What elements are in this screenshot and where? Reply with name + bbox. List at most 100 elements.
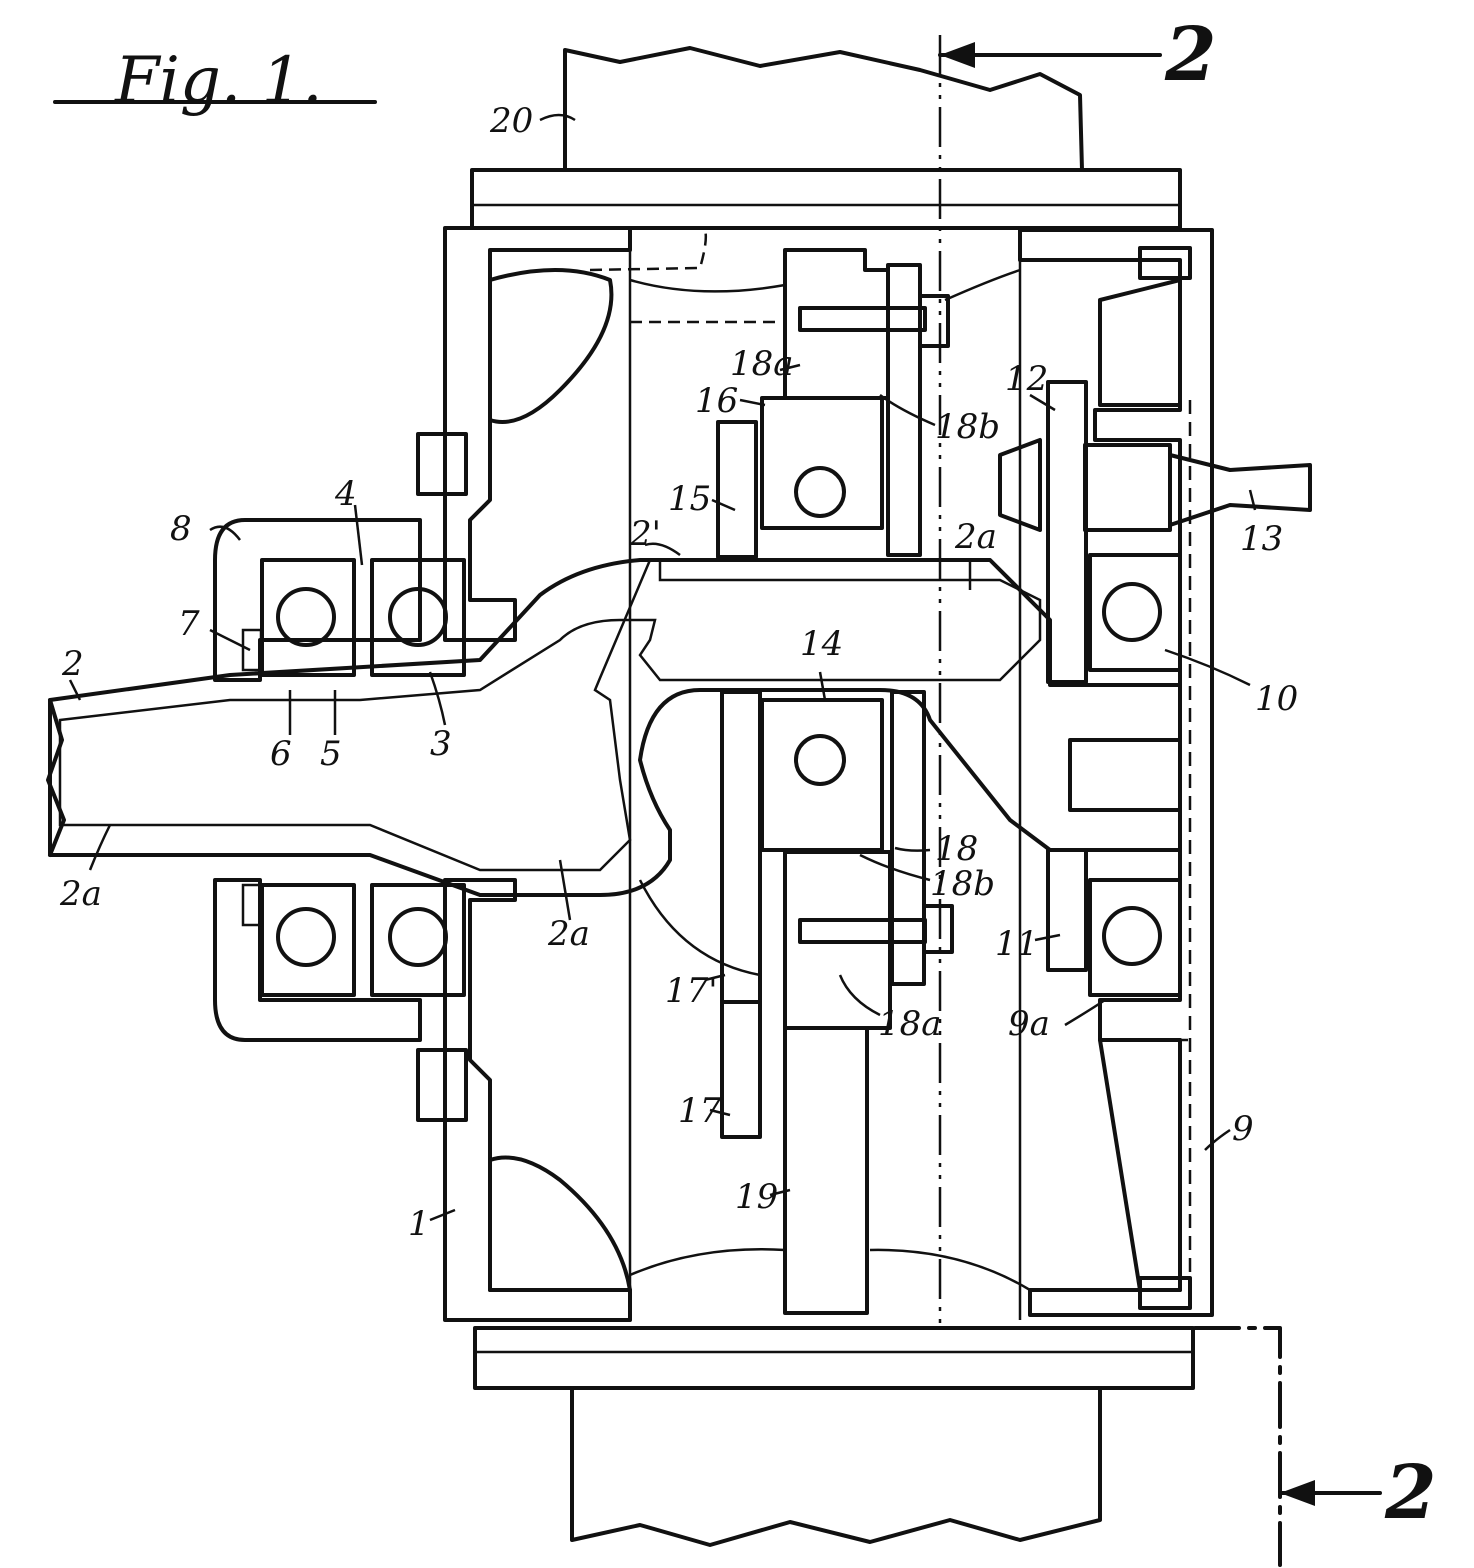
gear-18 [783,248,892,1315]
leader-3 [428,671,447,726]
shaft-break-line [46,698,66,857]
leader-9 [1204,1128,1231,1151]
label-5: 5 [320,734,342,774]
plate-18-lower [890,690,926,986]
upper-flange [470,168,1182,230]
lower-curve-left [629,1248,786,1277]
bearing-16-lower [760,698,884,852]
upper-frame-break-line [563,46,1084,172]
leader-16 [739,398,766,407]
label-19: 19 [735,1177,778,1217]
label-11: 11 [995,924,1038,964]
leader-14 [818,671,827,701]
label-10: 10 [1255,679,1298,719]
leader-18b-bottom [859,853,931,882]
cover-upper-wedge [1098,278,1182,407]
leader-2a-center [558,859,572,921]
lower-flange [473,1326,1195,1390]
ball-bearing-lower-left [276,907,336,967]
leader-8 [209,525,241,541]
housing-lower-cavity [488,1155,632,1292]
leader-13 [1248,489,1257,511]
plate-17 [720,1000,762,1139]
section-line-bottom [1193,1326,1282,1567]
label-17prime: 17' [665,971,718,1011]
right-bearing-assembly [998,380,1312,997]
bearing-housing-top [213,518,422,682]
leader-9a [1064,998,1106,1027]
bolt-shank-lower [798,918,927,944]
ball-bearing-upper-right [388,587,448,647]
ball-bearing-16-upper [794,466,846,518]
stud-body [1083,443,1172,532]
label-1: 1 [408,1204,430,1244]
label-18b-top: 18b [935,407,1000,447]
label-2a-center: 2a [547,914,590,954]
bearing-lower-left-outer [260,883,356,997]
housing-upper-cavity [488,268,614,424]
housing-lower-wall [443,878,632,1322]
leader-2 [68,679,82,701]
leader-12 [1029,393,1056,412]
leader-17prime [704,973,726,982]
leader-15 [711,498,736,512]
bolt-shank-upper [798,306,927,332]
label-18b-bottom: 18b [930,864,995,904]
housing-bolt-top [416,432,468,496]
cover-bolt-bottom [1138,1276,1192,1310]
bolt-head-upper [918,294,950,348]
ball-bearing-10 [1102,582,1162,642]
label-16: 16 [695,381,738,421]
label-4: 4 [334,474,357,514]
upper-frame-member [470,46,1182,230]
label-6: 6 [270,734,292,774]
label-17: 17 [678,1091,722,1131]
label-9: 9 [1232,1109,1254,1149]
label-18: 18 [935,829,978,869]
section-arrow-top-head [940,42,975,68]
upper-curve-left [629,278,786,293]
section-indicator: 2 2 [938,12,1437,1567]
label-18a-top: 18a [730,344,794,384]
housing-1 [416,226,632,1322]
label-12: 12 [1005,359,1048,399]
bearing-housing-bottom [213,878,422,1042]
label-14: 14 [800,624,843,664]
section-label-top: 2 [1164,12,1217,98]
lower-curve-right [869,1248,1031,1292]
leader-18a-top [779,363,801,372]
rack-19 [783,1026,869,1315]
leader-18 [894,846,931,852]
label-13: 13 [1240,519,1283,559]
cover-bolt-top [1138,246,1192,280]
label-8: 8 [170,509,192,549]
leader-18a-bottom [838,974,881,1017]
plate-17-prime [720,690,762,1004]
label-2: 2 [61,644,84,684]
bearing-16-upper [760,396,884,530]
nut-13 [998,438,1042,532]
section-arrow-bottom-head [1280,1480,1315,1506]
lower-frame-member [473,1326,1195,1547]
housing-bolt-bottom [416,1048,468,1122]
leader-7 [209,628,251,652]
bearing-3-outer [370,558,466,677]
figure-title-text: Fig. 1. [114,44,323,118]
gear-18a-lower [783,850,892,1030]
label-20: 20 [489,101,533,141]
label-2a-top: 2a [954,517,997,557]
stud-13 [1168,453,1312,527]
ball-bearing-11 [1102,906,1162,966]
leader-2prime [644,542,681,557]
ball-bearing-upper-left [276,587,336,647]
plate-15-upper [716,420,758,559]
seal-7 [241,628,263,672]
housing-upper-wall [443,226,632,642]
label-7: 7 [178,604,200,644]
cover-9 [1018,228,1214,1317]
crankshaft-body [48,558,1182,897]
leader-10 [1164,648,1251,687]
ball-bearing-lower-right [388,907,448,967]
leader-19 [769,1188,791,1197]
